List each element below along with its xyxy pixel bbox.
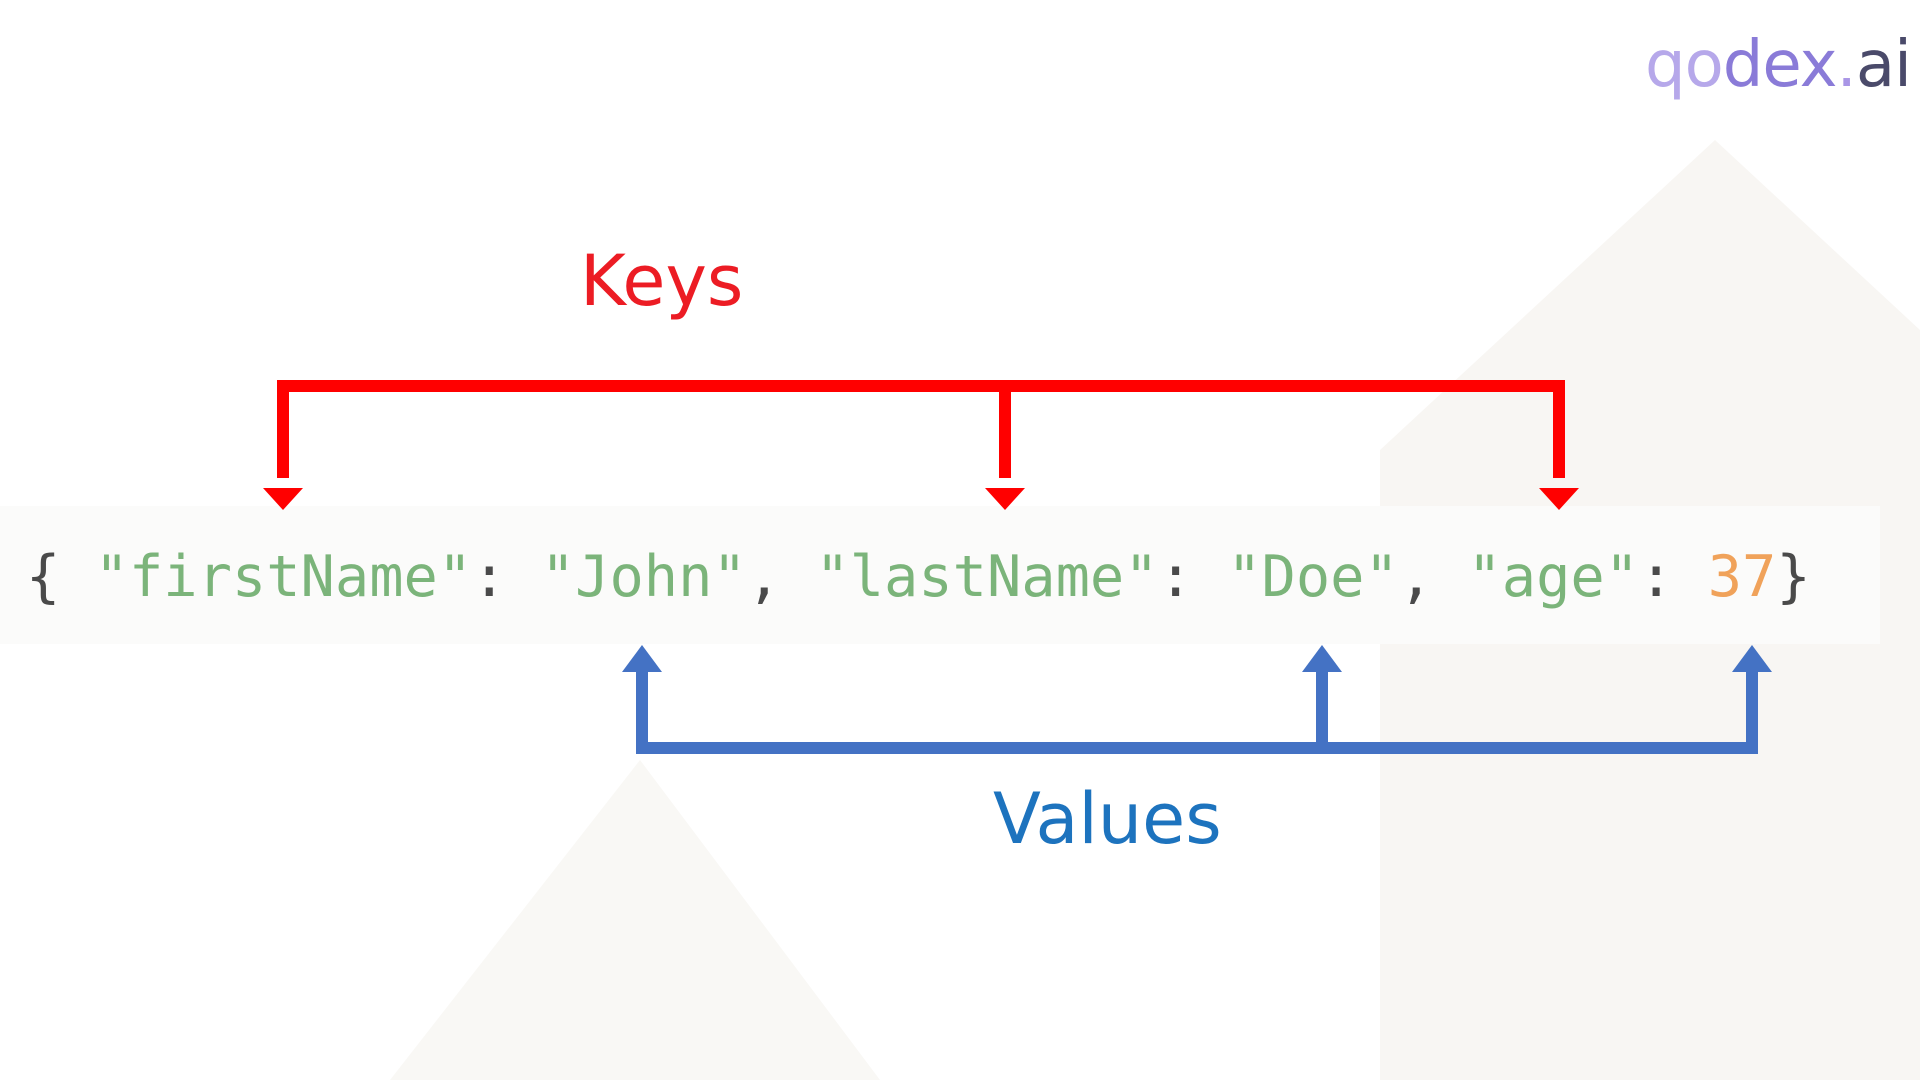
code-background bbox=[0, 506, 1880, 644]
keys-bracket-bar bbox=[277, 380, 1565, 478]
values-arrowhead-2 bbox=[1302, 645, 1342, 672]
comma: , bbox=[746, 544, 782, 610]
colon: : bbox=[1639, 544, 1674, 610]
keys-arrowhead-1 bbox=[263, 488, 303, 510]
keys-arrowhead-3 bbox=[1539, 488, 1579, 510]
values-bracket bbox=[636, 672, 1758, 754]
key-age: "age" bbox=[1467, 544, 1640, 610]
brand-dot: . bbox=[1836, 28, 1857, 102]
key-lastname: "lastName" bbox=[815, 544, 1159, 610]
value-doe: "Doe" bbox=[1227, 544, 1399, 610]
keys-arrowhead-2 bbox=[985, 488, 1025, 510]
values-arrowhead-1 bbox=[622, 645, 662, 672]
colon: : bbox=[1158, 544, 1193, 610]
values-arrowhead-3 bbox=[1732, 645, 1772, 672]
open-brace: { bbox=[26, 544, 61, 610]
values-label: Values bbox=[993, 778, 1222, 860]
value-john: "John" bbox=[540, 544, 747, 610]
comma: , bbox=[1398, 544, 1434, 610]
values-arrowheads bbox=[622, 645, 1772, 672]
values-bracket-bar bbox=[636, 672, 1758, 754]
keys-bracket bbox=[277, 380, 1565, 478]
brand-part-2: dex bbox=[1722, 28, 1838, 102]
brand-part-1: qo bbox=[1645, 28, 1724, 102]
json-code-line: { "firstName": "John", "lastName": "Doe"… bbox=[26, 545, 1811, 609]
keys-arrowheads bbox=[263, 488, 1579, 510]
key-firstname: "firstName" bbox=[94, 544, 473, 610]
colon: : bbox=[472, 544, 507, 610]
keys-label: Keys bbox=[580, 240, 744, 322]
brand-part-3: ai bbox=[1855, 28, 1912, 102]
close-brace: } bbox=[1776, 544, 1811, 610]
value-37: 37 bbox=[1707, 544, 1777, 610]
brand-logo: qodex.ai bbox=[1645, 28, 1912, 102]
